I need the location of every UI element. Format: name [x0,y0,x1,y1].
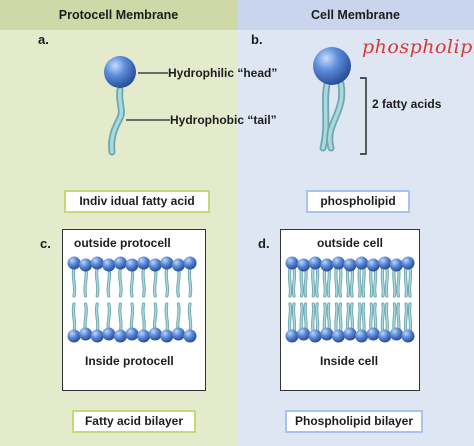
fatty-acid-bilayer-box: Fatty acid bilayer [72,410,196,433]
bilayer-head [171,258,185,272]
cell-header: Cell Membrane [237,0,474,30]
bilayer-head [113,256,127,270]
fatty-acid-head [104,56,136,88]
bilayer-head [320,327,334,341]
outside-cell-label: outside cell [317,236,384,250]
bilayer-head [148,327,162,341]
outside-protocell-label: outside protocell [74,236,171,250]
bilayer-head [125,327,139,341]
bilayer-head [90,329,104,343]
label-d: d. [258,236,270,251]
bilayer-head [79,258,93,272]
label-a: a. [38,32,49,47]
bilayer-head [102,258,116,272]
bilayer-head [366,258,380,272]
bilayer-head [137,256,151,270]
bilayer-head [137,329,151,343]
bilayer-head [160,256,174,270]
phospholipid-box: phospholipid [306,190,410,213]
bilayer-head [366,327,380,341]
bilayer-head [148,258,162,272]
bilayer-head [297,327,311,341]
bilayer-head [308,256,322,270]
bilayer-head [401,329,415,343]
individual-fatty-acid-box: Indiv idual fatty acid [64,190,210,213]
bilayer-head [125,258,139,272]
bilayer-head [401,256,415,270]
leader-lines-a [126,72,170,121]
handwritten-phospholipid: phospholipid [362,36,474,58]
fatty-acid-bilayer [67,256,197,343]
bilayer-head [102,327,116,341]
bilayer-head [308,329,322,343]
phospholipid-bilayer [285,256,415,343]
bilayer-head [343,258,357,272]
bilayer-head [389,327,403,341]
inside-cell-label: Inside cell [320,354,379,368]
bilayer-head [378,256,392,270]
bilayer-head [67,329,81,343]
hydrophilic-head-label: Hydrophilic “head” [168,66,278,80]
bilayer-head [320,258,334,272]
label-b: b. [251,32,263,47]
inside-protocell-label: Inside protocell [85,354,174,368]
fatty-acids-bracket [360,77,367,155]
bilayer-head [378,329,392,343]
fatty-acid-molecule [104,56,136,156]
bilayer-head [90,256,104,270]
bilayer-head [331,329,345,343]
bilayer-head [297,258,311,272]
phospholipid-molecule [313,47,351,152]
label-c: c. [40,236,51,251]
phospholipid-bilayer-box: Phospholipid bilayer [285,410,423,433]
bilayer-head [285,256,299,270]
bilayer-head [389,258,403,272]
phospholipid-head [313,47,351,85]
bilayer-head [160,329,174,343]
bilayer-head [79,327,93,341]
bilayer-head [183,329,197,343]
two-fatty-acids-label: 2 fatty acids [372,97,442,111]
protocell-header: Protocell Membrane [0,0,237,30]
bilayer-head [113,329,127,343]
hydrophobic-tail-label: Hydrophobic “tail” [170,113,277,127]
bilayer-head [183,256,197,270]
bilayer-head [331,256,345,270]
bilayer-head [67,256,81,270]
bilayer-head [171,327,185,341]
bilayer-head [343,327,357,341]
bilayer-head [355,329,369,343]
bilayer-head [355,256,369,270]
bilayer-head [285,329,299,343]
